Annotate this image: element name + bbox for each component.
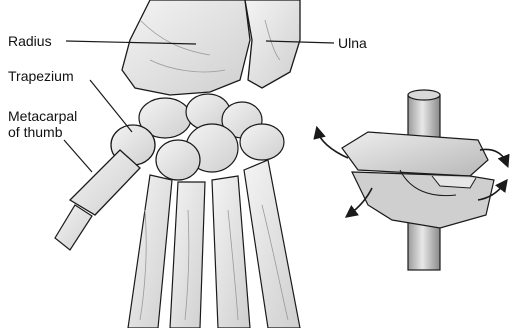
ulna-label: Ulna	[338, 35, 367, 51]
metacarpal-of-thumb-label: Metacarpal of thumb	[8, 108, 77, 140]
radius-bone	[122, 0, 250, 95]
trapezium-leader-line	[90, 80, 132, 132]
metacarpal-label-line2: of thumb	[8, 124, 77, 140]
rotation-arrow-top-left	[318, 132, 348, 158]
finger-metacarpals	[128, 160, 300, 328]
saddle-block-upper	[342, 132, 488, 176]
radius-label: Radius	[8, 33, 52, 49]
ulna-bone	[245, 0, 300, 88]
metacarpal-label-line1: Metacarpal	[8, 108, 77, 124]
metacarpal-leader-line	[64, 140, 92, 172]
thumb-phalanx-bone	[55, 205, 92, 250]
trapezium-label: Trapezium	[8, 68, 74, 84]
saddle-joint-model	[318, 90, 506, 270]
